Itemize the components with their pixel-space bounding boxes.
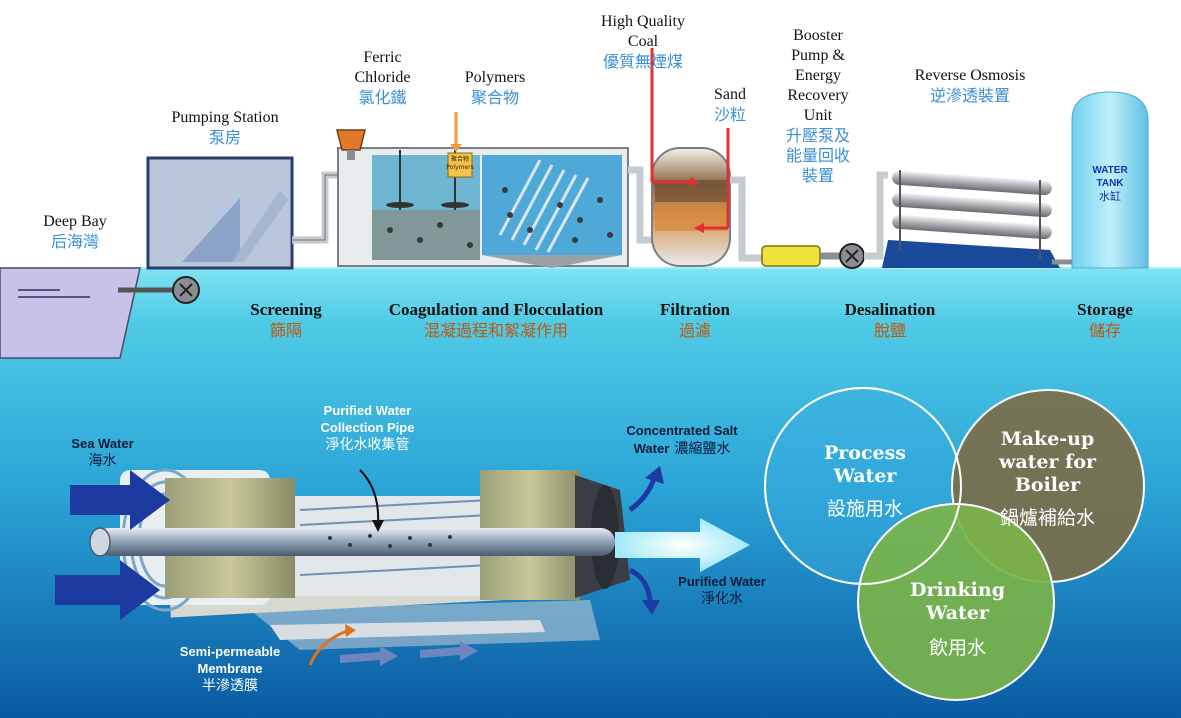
stage-screening-en: Screening: [250, 300, 322, 319]
stage-desalination-zh: 脫鹽: [873, 321, 906, 340]
concentrated-en1: Concentrated Salt: [626, 423, 738, 438]
boiler-label: Make-up water for Boiler 鍋爐補給水: [975, 428, 1120, 530]
reverse-osmosis-rack: [882, 170, 1060, 268]
storage-tank: [1071, 91, 1149, 269]
sea-water-arrow-bottom: [55, 560, 160, 620]
purified-outflow-arrow: [615, 518, 750, 572]
drinking-en2: Water: [926, 602, 989, 624]
boiler-en2: water for: [998, 451, 1096, 473]
coal-en2: Coal: [627, 33, 659, 50]
ferric-chloride-label: Ferric Chloride 氯化鐵: [335, 48, 430, 108]
collection-pipe-label: Purified Water Collection Pipe 淨化水收集管: [300, 402, 435, 454]
sand-label: Sand 沙粒: [700, 85, 760, 125]
booster-en1: Booster: [793, 27, 843, 44]
deep-bay-zh: 后海灣: [50, 232, 99, 251]
reverse-osmosis-zh: 逆滲透裝置: [929, 86, 1010, 105]
stage-desalination-en: Desalination: [844, 300, 936, 319]
sand-zh: 沙粒: [713, 105, 746, 124]
stage-filtration-en: Filtration: [660, 300, 730, 319]
purified-label: Purified Water 淨化水: [662, 573, 782, 608]
coal-zh: 優質無煙煤: [602, 52, 683, 71]
pumping-station-label: Pumping Station 泵房: [150, 108, 300, 148]
tank-zh: 水缸: [1099, 190, 1121, 203]
booster-en3: Energy: [795, 67, 841, 84]
semi-zh: 半滲透膜: [202, 678, 258, 694]
concentrated-zh: 濃縮鹽水: [674, 441, 731, 457]
circle-drinking-water: [857, 503, 1055, 701]
deep-bay-pool: [0, 267, 141, 359]
sea-water-en: Sea Water: [71, 436, 134, 451]
reverse-osmosis-label: Reverse Osmosis 逆滲透裝置: [895, 66, 1045, 106]
booster-en2: Pump &: [791, 47, 845, 64]
drinking-water-label: Drinking Water 飲用水: [885, 579, 1030, 660]
semi-en1: Semi-permeable: [179, 644, 281, 659]
pumping-station-en: Pumping Station: [171, 109, 279, 126]
deep-bay-label: Deep Bay 后海灣: [20, 212, 130, 252]
booster-zh2: 能量回收: [785, 146, 850, 165]
polymers-label: Polymers 聚合物: [450, 68, 540, 108]
ferric-chloride-zh: 氯化鐵: [358, 88, 407, 107]
semi-membrane-label: Semi-permeable Membrane 半滲透膜: [165, 643, 295, 695]
polymer-box-en: Polymers: [446, 164, 474, 171]
boiler-zh: 鍋爐補給水: [999, 507, 1095, 529]
stage-screening: Screening 篩隔: [226, 299, 346, 341]
stage-screening-zh: 篩隔: [269, 321, 302, 340]
stage-filtration: Filtration 過濾: [640, 299, 750, 341]
coal-en1: High Quality: [601, 13, 685, 30]
ferric-chloride-en2: Chloride: [354, 69, 411, 86]
collection-pipe: [95, 528, 615, 556]
polymers-zh: 聚合物: [470, 88, 519, 107]
stage-coagulation-en: Coagulation and Flocculation: [388, 300, 604, 319]
purified-en: Purified Water: [678, 574, 766, 589]
collection-pipe-zh: 淨化水收集管: [325, 437, 410, 453]
polymer-box-zh: 聚合物: [450, 156, 469, 163]
sea-water-arrow-top: [70, 470, 170, 530]
deep-bay-en: Deep Bay: [43, 213, 107, 230]
ferric-chloride-en1: Ferric: [363, 49, 402, 66]
boiler-en3: Boiler: [1014, 474, 1081, 496]
booster-cylinder: [761, 245, 821, 267]
tank-line1: WATER: [1092, 165, 1128, 176]
tank-label: WATER TANK 水缸: [1078, 164, 1142, 204]
stage-desalination: Desalination 脫鹽: [825, 299, 955, 341]
reverse-osmosis-en: Reverse Osmosis: [914, 67, 1026, 84]
booster-en5: Unit: [803, 107, 833, 124]
semi-en2: Membrane: [197, 661, 263, 676]
polymer-box-label: 聚合物 Polymers: [446, 156, 474, 172]
booster-zh3: 裝置: [801, 166, 834, 185]
stage-storage-zh: 儲存: [1088, 321, 1121, 340]
drinking-en1: Drinking: [910, 579, 1005, 601]
collection-pipe-en1: Purified Water: [323, 403, 412, 418]
polymers-en: Polymers: [464, 69, 526, 86]
booster-zh1: 升壓泵及: [785, 126, 850, 145]
process-water-label: Process Water 設施用水: [790, 442, 940, 521]
sand-en: Sand: [714, 86, 746, 103]
sea-water-label: Sea Water 海水: [55, 435, 150, 470]
booster-label: Booster Pump & Energy Recovery Unit 升壓泵及…: [768, 26, 868, 186]
process-en2: Water: [833, 465, 897, 487]
process-en1: Process: [823, 442, 907, 464]
polymer-box: [447, 152, 473, 178]
stage-coagulation-zh: 混凝過程和絮凝作用: [423, 321, 568, 340]
stage-coagulation: Coagulation and Flocculation 混凝過程和絮凝作用: [365, 299, 627, 341]
purified-zh: 淨化水: [701, 591, 743, 607]
coal-label: High Quality Coal 優質無煙煤: [583, 12, 703, 72]
boiler-en1: Make-up: [1000, 428, 1095, 450]
stage-filtration-zh: 過濾: [678, 321, 711, 340]
process-zh: 設施用水: [826, 498, 903, 520]
booster-en4: Recovery: [787, 87, 849, 104]
stage-storage-en: Storage: [1077, 300, 1133, 319]
ferric-hopper: [336, 129, 366, 151]
concentrated-en2: Water: [633, 441, 670, 456]
stage-storage: Storage 儲存: [1060, 299, 1150, 341]
pumping-station-zh: 泵房: [208, 128, 241, 147]
tank-line2: TANK: [1096, 178, 1124, 189]
sea-water-zh: 海水: [88, 453, 117, 469]
concentrated-label: Concentrated Salt Water 濃縮鹽水: [612, 422, 752, 458]
collection-pipe-en2: Collection Pipe: [320, 420, 415, 435]
drinking-zh: 飲用水: [928, 637, 986, 659]
